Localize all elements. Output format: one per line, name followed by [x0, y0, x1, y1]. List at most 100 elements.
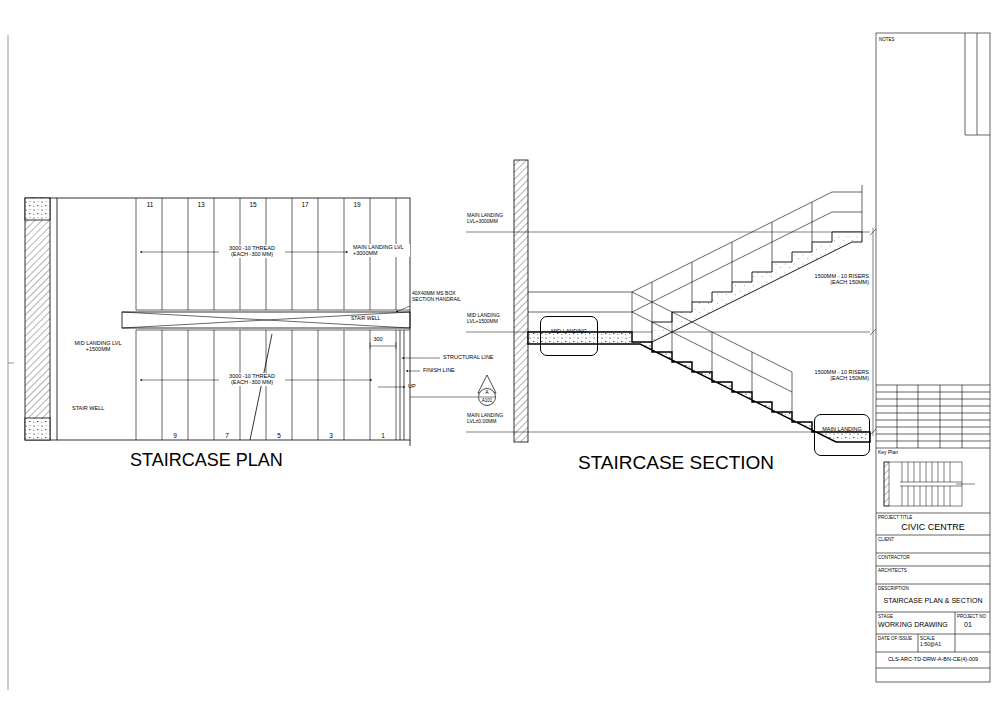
upper-flight [652, 232, 862, 342]
title-block-label: DATE OF ISSUE [878, 636, 912, 641]
plan-walls [25, 418, 50, 440]
sheet-description: STAIRCASE PLAN & SECTION [883, 597, 982, 605]
lower-flight [528, 332, 870, 442]
plan-treads [250, 334, 272, 440]
title-block-label: SCALE [920, 636, 935, 641]
plan-walls [50, 440, 57, 441]
callout-text: MAIN LANDING [822, 426, 862, 432]
title-block-label: PROJECT TITLE [878, 515, 912, 520]
drawing-heading: STAIRCASE PLAN [130, 450, 283, 471]
section-wall [514, 160, 528, 442]
level-label: MAIN LANDING LVL+3000MM [467, 213, 513, 225]
callout-text: MID LANDING [551, 328, 587, 334]
key-plan [884, 462, 889, 506]
sheet-border [8, 363, 14, 364]
tread-number: 5 [277, 432, 281, 439]
handrail [632, 292, 792, 412]
marker-divider [479, 397, 495, 398]
key-plan [900, 482, 975, 486]
leader-lines [410, 397, 478, 398]
plan-treads [400, 330, 404, 440]
title-block-label: CLIENT [878, 537, 894, 542]
plan-walls [57, 198, 410, 440]
title-block [876, 33, 990, 682]
plan-walls [25, 198, 50, 220]
plan-dimensions [140, 252, 396, 380]
plan-treads [122, 312, 410, 328]
drawing-number: CLS-ARC-TD-DRW-A-BN-CE(4)-009 [888, 656, 978, 662]
callout-note: 40X40MM MS BOX SECTION HANDRAIL [412, 291, 478, 303]
project-title: CIVIC CENTRE [901, 522, 965, 532]
dimension-label: 1500MM - 10 RISERS (EACH 150MM) [806, 273, 870, 286]
title-block-label: DESCRIPTION [878, 586, 909, 591]
key-plan [902, 486, 950, 506]
title-block [876, 385, 990, 448]
tread-number: 1 [381, 432, 385, 439]
title-block-label: PROJECT NO [957, 614, 986, 619]
dimension-label: 300 [372, 336, 383, 342]
leader-lines [396, 306, 410, 312]
level-label: MID LANDING LVL +1500MM [69, 340, 127, 353]
tread-number: 17 [301, 201, 308, 208]
dimension-label: 3000 -10 THREAD (EACH -300 MM) [219, 245, 285, 258]
title-block [965, 33, 990, 135]
title-block [918, 612, 955, 652]
dimension-label: 1500MM - 10 RISERS (EACH 150MM) [806, 369, 870, 382]
title-block-label: NOTES [879, 37, 895, 42]
tread-number: 15 [249, 201, 256, 208]
handrail [632, 282, 652, 312]
upper-flight [652, 232, 862, 342]
plan-walls [25, 198, 50, 440]
title-block-label: STAGE [878, 614, 893, 619]
title-block-label: Key Plan [878, 450, 898, 456]
landing-callout-box: MID LANDING [540, 316, 598, 356]
handrail [528, 292, 792, 392]
tread-number: 9 [173, 432, 177, 439]
lower-flight [528, 332, 870, 442]
title-block-label: ARCHITECTS [878, 568, 907, 573]
title-block-label: CONTRACTOR [878, 555, 910, 560]
sheet-border [8, 35, 14, 690]
section-wall [514, 160, 528, 442]
leader-lines [378, 306, 478, 397]
level-label: MAIN LANDING LVL +3000MM [352, 244, 410, 257]
sheet-border [8, 35, 9, 690]
dimension-label: 3000 -10 THREAD (EACH -300 MM) [219, 373, 285, 386]
tread-number: 13 [197, 201, 204, 208]
callout-note: STRUCTURAL LINE [443, 354, 494, 360]
title-block [876, 33, 990, 682]
tread-number: 7 [225, 432, 229, 439]
leader-lines [402, 358, 440, 359]
area-label: STAIR WELL [350, 316, 381, 322]
tread-number: 11 [147, 201, 154, 208]
leader-lines [406, 371, 420, 372]
level-label: MID LANDING LVL+1500MM [467, 313, 513, 325]
level-lines [466, 232, 870, 432]
plan-walls [410, 440, 411, 446]
plan-treads [122, 312, 410, 328]
area-label: STAIR WELL [72, 405, 104, 411]
marker-circle [479, 389, 496, 406]
plan-walls [25, 198, 410, 446]
tread-number: 19 [353, 201, 360, 208]
key-plan [884, 462, 975, 506]
plan-walls [50, 198, 57, 199]
key-plan [902, 462, 950, 482]
level-lines [870, 228, 876, 436]
project-number: 01 [964, 621, 972, 629]
stage-value: WORKING DRAWING [878, 621, 948, 629]
section-marker: A A101 [478, 388, 496, 406]
marker-text: A [478, 390, 496, 396]
plan-treads [136, 310, 410, 330]
callout-note: FINISH LINE [423, 367, 455, 373]
tread-number: 3 [329, 432, 333, 439]
plan-treads [122, 198, 410, 440]
marker-text: A101 [478, 398, 496, 403]
landing-callout-box: MAIN LANDING [814, 414, 870, 456]
plan-dimensions [370, 342, 396, 349]
level-label: MAIN LANDING LVL±0.00MM [467, 413, 513, 425]
direction-label: UP [408, 383, 416, 389]
key-plan [884, 462, 962, 506]
